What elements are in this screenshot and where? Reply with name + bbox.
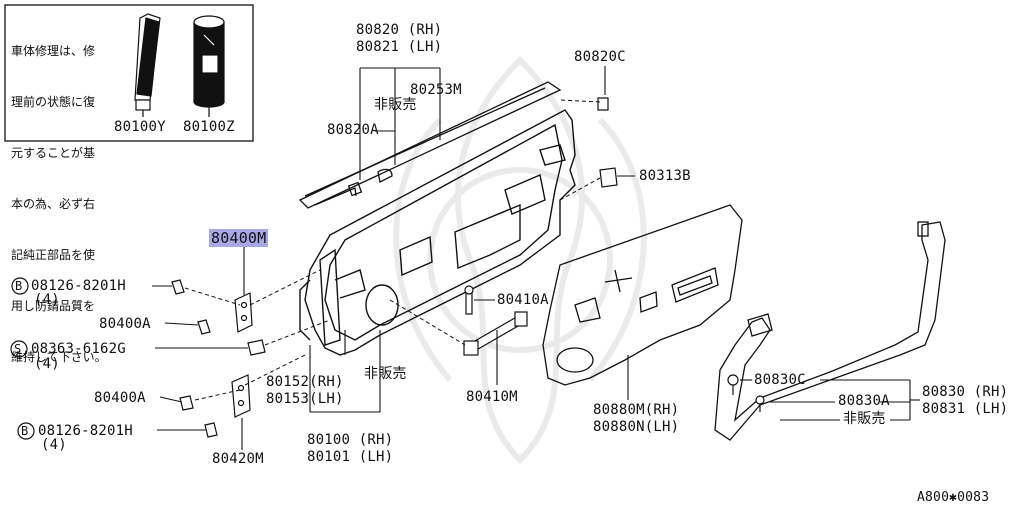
lower-hinge xyxy=(231,374,251,418)
inset-note-line: 用し防錆品質を xyxy=(11,299,96,313)
diagram-reference-code: A800✱0083 xyxy=(917,490,990,505)
inset-note-line: 維持して下さい。 xyxy=(11,350,107,364)
part-number-80153-lh[interactable]: 80153(LH) xyxy=(266,391,344,407)
leader-lines xyxy=(152,66,920,450)
part-number-80100z[interactable]: 80100Z xyxy=(183,119,235,135)
part-number-80253m[interactable]: 80253M xyxy=(410,82,462,98)
part-number-80101-lh[interactable]: 80101 (LH) xyxy=(307,449,394,465)
part-number-80100y[interactable]: 80100Y xyxy=(114,119,166,135)
quantity-screw: (4) xyxy=(34,356,60,372)
spec-mark-circles xyxy=(10,277,35,440)
door-weatherstrip xyxy=(714,221,946,441)
part-number-80400a-lower[interactable]: 80400A xyxy=(94,390,146,406)
part-number-80880m-rh[interactable]: 80880M(RH) xyxy=(593,402,680,418)
bolt-icons xyxy=(171,279,266,438)
inset-box xyxy=(4,4,254,142)
part-number-80410m[interactable]: 80410M xyxy=(466,389,518,405)
upper-hinge xyxy=(234,292,253,333)
window-moulding-strip xyxy=(298,81,562,209)
inset-note-line: 元することが基 xyxy=(11,146,96,160)
part-number-08126-8201h-upper[interactable]: 08126-8201H xyxy=(31,278,126,294)
part-number-80100-rh[interactable]: 80100 (RH) xyxy=(307,432,394,448)
part-number-80831-lh[interactable]: 80831 (LH) xyxy=(922,401,1009,417)
door-trim-panel xyxy=(542,204,743,386)
b-mark-2: B xyxy=(21,424,29,438)
inset-note-line: 記純正部品を使 xyxy=(11,248,96,262)
part-number-08363-6162g[interactable]: 08363-6162G xyxy=(31,341,126,357)
part-number-08126-8201h-lower[interactable]: 08126-8201H xyxy=(38,423,133,439)
not-for-sale-label-1: 非販売 xyxy=(374,97,417,113)
inset-note-line: 本の為、必ず右 xyxy=(11,197,96,211)
part-number-80820c[interactable]: 80820C xyxy=(574,49,626,65)
part-number-80152-rh[interactable]: 80152(RH) xyxy=(266,374,344,390)
not-for-sale-label-2: 非販売 xyxy=(364,366,407,382)
inset-note: 車体修理は、修 理前の状態に復 元することが基 本の為、必ず右 記純正部品を使 … xyxy=(11,9,123,400)
spray-can-icon xyxy=(193,15,225,117)
part-number-80830a[interactable]: 80830A xyxy=(838,393,890,409)
part-number-80420m[interactable]: 80420M xyxy=(212,451,264,467)
s-mark: S xyxy=(14,342,22,356)
part-number-80400a-upper[interactable]: 80400A xyxy=(99,316,151,332)
quantity-lower-bolt: (4) xyxy=(41,437,67,453)
assembly-dashed-lines xyxy=(184,99,601,401)
clip-icons xyxy=(597,97,765,412)
part-number-80400m[interactable]: 80400M xyxy=(209,229,269,247)
inset-note-line: 車体修理は、修 xyxy=(11,44,96,58)
part-number-80821-lh[interactable]: 80821 (LH) xyxy=(356,39,443,55)
paste-tube-icon xyxy=(134,13,161,117)
inset-note-line: 理前の状態に復 xyxy=(11,95,96,109)
part-number-80820a[interactable]: 80820A xyxy=(327,122,379,138)
part-number-80880n-lh[interactable]: 80880N(LH) xyxy=(593,419,680,435)
part-number-80410a[interactable]: 80410A xyxy=(497,292,549,308)
part-number-80313b[interactable]: 80313B xyxy=(639,168,691,184)
not-for-sale-label-3: 非販売 xyxy=(843,411,886,427)
watermark-crest xyxy=(393,55,647,465)
quantity-upper-bolt: (4) xyxy=(34,292,60,308)
b-mark-1: B xyxy=(15,279,23,293)
part-number-80820-rh[interactable]: 80820 (RH) xyxy=(356,22,443,38)
part-number-80830c[interactable]: 80830C xyxy=(754,372,806,388)
part-number-80830-rh[interactable]: 80830 (RH) xyxy=(922,384,1009,400)
